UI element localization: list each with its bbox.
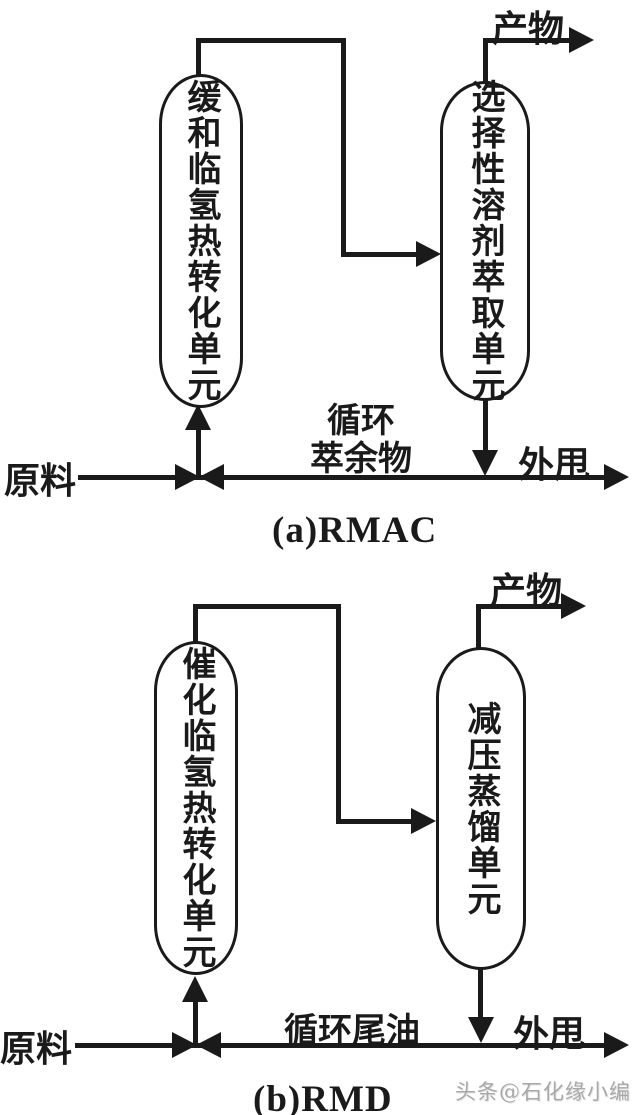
b-pipe-transfer-downcomer [336, 604, 341, 822]
a-arrow-purge-out [604, 464, 629, 490]
a-pipe-product-riser [483, 40, 488, 83]
b-arrow-product [561, 593, 586, 619]
b-arrow-into-left-vessel [182, 976, 208, 1002]
a-pipe-top-horizontal [196, 38, 346, 43]
a-pipe-bottom-main [78, 475, 606, 480]
a-left-vessel-label: 缓和临氢热转化单元 [181, 79, 221, 403]
b-junction-feed-arrow [172, 1032, 197, 1058]
b-product-label: 产物 [490, 570, 563, 612]
a-feed-label: 原料 [4, 460, 77, 502]
b-pipe-bottom-main [75, 1043, 606, 1048]
b-pipe-product-horizontal [476, 604, 563, 609]
b-left-vessel: 催化临氢热转化单元 [154, 641, 238, 975]
b-caption: (b)RMD [253, 1079, 393, 1115]
b-purge-label: 外甩 [513, 1013, 586, 1055]
b-arrow-into-right-vessel [411, 808, 436, 834]
b-pipe-transfer-horizontal [336, 819, 413, 824]
a-junction-recycle-arrow [199, 464, 224, 490]
a-caption: (a)RMAC [272, 510, 438, 551]
b-pipe-top-horizontal [193, 604, 341, 609]
a-purge-label: 外甩 [518, 444, 591, 486]
a-pipe-raffinate-drop [483, 399, 488, 452]
b-feed-label: 原料 [0, 1028, 73, 1070]
a-recycle-label-line1: 循环 [327, 401, 395, 441]
a-arrow-into-right-vessel [416, 241, 441, 267]
b-arrow-purge-out [604, 1032, 629, 1058]
a-pipe-left-vessel-top-riser [196, 38, 201, 77]
b-left-vessel-label: 催化临氢热转化单元 [176, 646, 216, 970]
a-right-vessel: 选择性溶剂萃取单元 [440, 79, 530, 403]
b-pipe-tail-oil-drop [478, 968, 483, 1019]
a-pipe-transfer-downcomer [341, 38, 346, 255]
a-junction-feed-arrow [175, 464, 200, 490]
a-arrow-product [569, 27, 594, 53]
a-right-vessel-label: 选择性溶剂萃取单元 [465, 79, 505, 403]
b-junction-recycle-arrow [196, 1032, 221, 1058]
b-recycle-label: 循环尾油 [284, 1011, 420, 1051]
a-recycle-label-line2: 萃余物 [310, 439, 412, 479]
b-right-vessel-label: 减压蒸馏单元 [461, 700, 501, 917]
a-left-vessel: 缓和临氢热转化单元 [159, 74, 243, 408]
b-arrow-tail-oil-down [468, 1017, 494, 1043]
a-arrow-into-left-vessel [185, 404, 211, 430]
b-pipe-left-vessel-top-riser [193, 604, 198, 644]
a-arrow-raffinate-down [472, 450, 498, 476]
a-pipe-product-horizontal [483, 38, 571, 43]
a-recycle-label: 循环 萃余物 [301, 402, 421, 478]
b-pipe-product-riser [476, 606, 481, 648]
a-pipe-feed-riser [196, 428, 201, 476]
watermark-text: 头条@石化缘小编 [455, 1080, 631, 1104]
b-pipe-feed-riser [193, 1000, 198, 1044]
a-product-label: 产物 [492, 8, 565, 50]
a-pipe-transfer-horizontal [341, 252, 419, 257]
b-right-vessel: 减压蒸馏单元 [436, 647, 526, 970]
